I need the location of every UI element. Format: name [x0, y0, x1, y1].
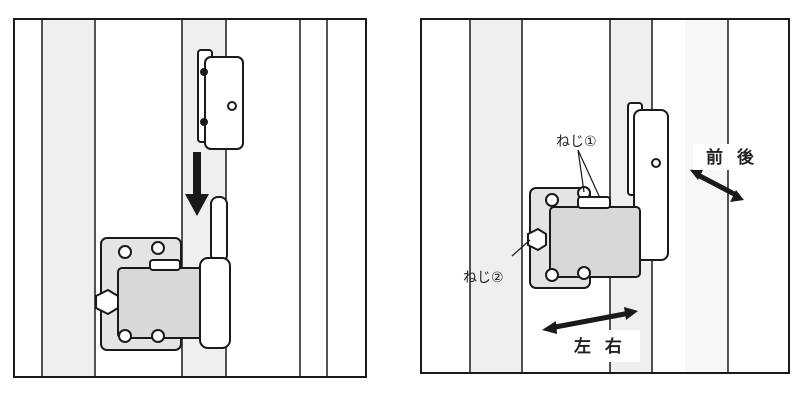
screw2-label: ねじ② — [463, 270, 504, 286]
hinge-pin — [210, 196, 228, 263]
assembled-hinge — [527, 102, 669, 289]
front-back-label: 前 後 — [706, 147, 758, 168]
upper-hinge-part — [197, 49, 244, 150]
lower-hinge-bracket — [95, 237, 231, 351]
front-back-arrow-icon — [690, 168, 744, 202]
left-right-arrow-icon — [542, 307, 638, 334]
screw1-label: ねじ① — [556, 134, 597, 150]
arrow-down-icon — [185, 152, 209, 216]
left-right-label: 左 右 — [574, 336, 626, 357]
right-panel: ねじ① ねじ② 前 後 左 右 — [420, 18, 790, 374]
left-panel — [13, 18, 367, 378]
